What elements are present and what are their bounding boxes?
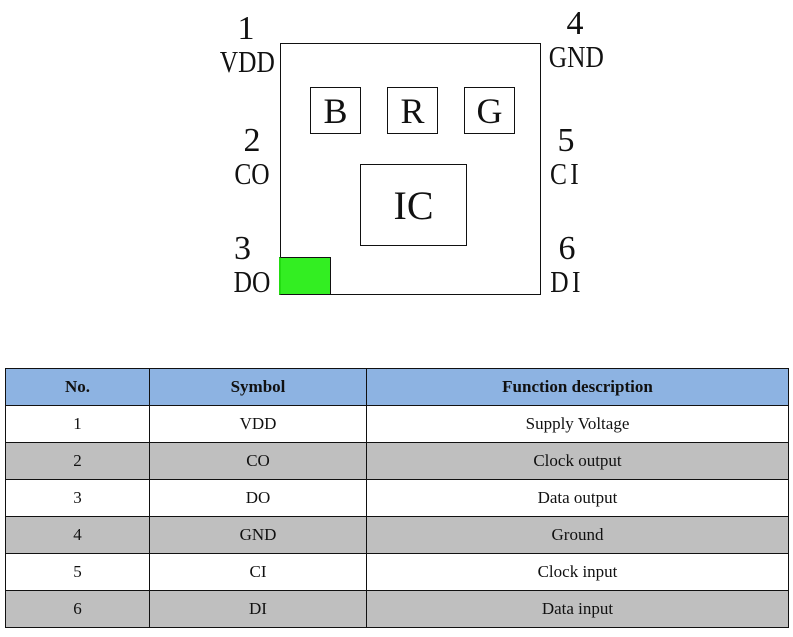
- cell-function: Supply Voltage: [366, 405, 789, 443]
- pin1-orientation-marker: [279, 257, 331, 295]
- pin-function-table: No. Symbol Function description 1 VDD Su…: [5, 368, 789, 628]
- table-row: 6 DI Data input: [5, 590, 789, 628]
- ic-block: IC: [360, 164, 467, 246]
- cell-symbol: DI: [149, 590, 367, 628]
- cell-no: 3: [5, 479, 150, 517]
- pin-symbol: DO: [233, 264, 271, 299]
- cell-function: Clock output: [366, 442, 789, 480]
- cell-no: 4: [5, 516, 150, 554]
- pin-5-label: 5 CI: [544, 122, 588, 191]
- pin-symbol: CI: [550, 156, 582, 191]
- table-header-row: No. Symbol Function description: [5, 368, 789, 406]
- cell-symbol: DO: [149, 479, 367, 517]
- pin-2-label: 2 CO: [222, 122, 282, 191]
- table-row: 5 CI Clock input: [5, 553, 789, 591]
- pin-number: 3: [234, 230, 251, 267]
- led-blue: B: [310, 87, 361, 134]
- pin-number: 4: [566, 5, 584, 42]
- pin-1-label: 1 VDD: [214, 10, 278, 79]
- led-green: G: [464, 87, 515, 134]
- cell-no: 5: [5, 553, 150, 591]
- pin-symbol: CO: [234, 156, 270, 191]
- pin-3-label: 3 DO: [222, 230, 282, 299]
- pin-number: 1: [237, 10, 255, 47]
- cell-function: Data output: [366, 479, 789, 517]
- table-row: 3 DO Data output: [5, 479, 789, 517]
- header-symbol: Symbol: [149, 368, 367, 406]
- cell-symbol: CI: [149, 553, 367, 591]
- cell-no: 2: [5, 442, 150, 480]
- pin-number: 5: [557, 122, 575, 159]
- cell-symbol: CO: [149, 442, 367, 480]
- pin-symbol: VDD: [219, 44, 275, 79]
- table-row: 1 VDD Supply Voltage: [5, 405, 789, 443]
- pin-symbol: DI: [550, 264, 584, 299]
- led-red: R: [387, 87, 438, 134]
- pin-number: 2: [243, 122, 261, 159]
- cell-no: 6: [5, 590, 150, 628]
- header-function: Function description: [366, 368, 789, 406]
- chip-outline: [280, 43, 541, 295]
- pin-6-label: 6 DI: [545, 230, 589, 299]
- cell-symbol: GND: [149, 516, 367, 554]
- pin-number: 6: [558, 230, 576, 267]
- pin-diagram: 1 VDD 2 CO 3 DO 4 GND 5 CI 6 DI B R G IC: [0, 0, 793, 310]
- pin-symbol: GND: [548, 39, 604, 74]
- table-row: 2 CO Clock output: [5, 442, 789, 480]
- cell-no: 1: [5, 405, 150, 443]
- cell-function: Clock input: [366, 553, 789, 591]
- cell-symbol: VDD: [149, 405, 367, 443]
- cell-function: Ground: [366, 516, 789, 554]
- cell-function: Data input: [366, 590, 789, 628]
- table-row: 4 GND Ground: [5, 516, 789, 554]
- pin-4-label: 4 GND: [543, 5, 607, 74]
- header-no: No.: [5, 368, 150, 406]
